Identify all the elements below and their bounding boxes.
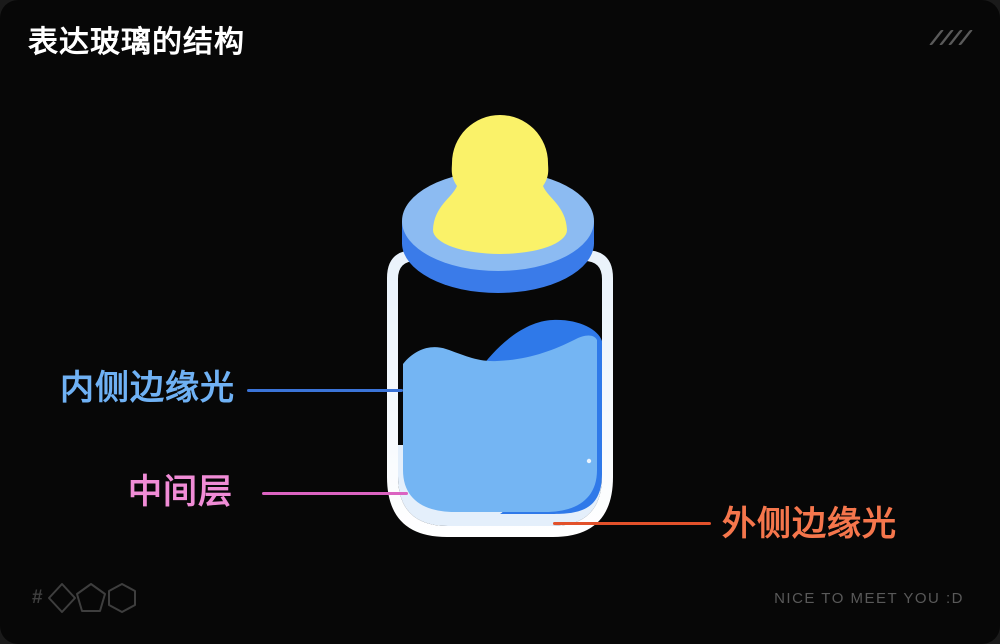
footer-hash: # (32, 587, 43, 608)
footer-shape-icons (47, 583, 136, 613)
page-title: 表达玻璃的结构 (28, 26, 245, 59)
footer-credit: NICE TO MEET YOU :D (774, 590, 964, 607)
label-inner-edge-light: 内侧边缘光 (60, 369, 235, 407)
leader-line-middle (262, 492, 408, 495)
nipple-shape (433, 115, 567, 254)
label-outer-edge-light: 外侧边缘光 (722, 505, 897, 543)
footer-tags: # (32, 582, 143, 614)
pentagon-icon (75, 583, 106, 612)
leader-line-inner (247, 389, 403, 392)
hexagon-icon (107, 583, 136, 613)
leader-line-outer (553, 522, 711, 525)
diamond-icon (47, 583, 76, 613)
glass-highlight (586, 458, 592, 464)
label-middle-layer: 中间层 (128, 473, 233, 511)
liquid-front-shape (403, 335, 597, 512)
